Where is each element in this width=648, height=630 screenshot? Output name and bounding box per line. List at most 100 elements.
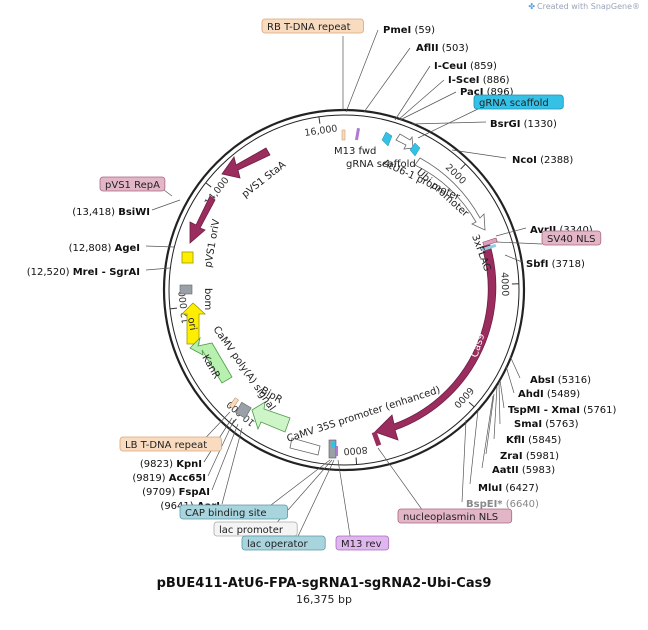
boxed-label-bg-2 (541, 230, 602, 246)
enzyme-name: MluI (478, 483, 502, 494)
boxed-label-5: CAP binding site (185, 508, 267, 519)
enzyme-name: Acc65I (169, 473, 206, 484)
boxed-label-bg-3 (99, 176, 166, 192)
bom-label: bom (202, 288, 213, 310)
backbone-outer-ring (162, 108, 526, 472)
enzyme-name: AatII (492, 465, 519, 476)
enzyme-name: BspEI* (466, 499, 503, 510)
tick-mark-7 (318, 116, 321, 124)
enzyme-label-13: KflI (5845) (506, 435, 561, 446)
enzyme-name: KpnI (176, 459, 202, 470)
boxed-label-bg-1 (473, 94, 564, 110)
pvs1-oriv-feature-arrow (189, 195, 216, 244)
enzyme-pos: (5316) (555, 375, 592, 386)
enzyme-name: KflI (506, 435, 525, 446)
enzyme-name: I-CeuI (434, 61, 467, 72)
backbone-inner-ring (168, 114, 520, 466)
enzyme-label-9: AbsI (5316) (530, 375, 591, 386)
enzyme-label-8: SbfI (3718) (526, 259, 585, 270)
enzyme-pos: (9641) (160, 501, 196, 512)
enzyme-label-6: NcoI (2388) (512, 155, 573, 166)
enzyme-label-2: I-CeuI (859) (434, 61, 497, 72)
enzyme-pos: (9819) (132, 473, 168, 484)
enzyme-pos: (5763) (542, 419, 579, 430)
enzyme-name: AvrII (530, 225, 556, 236)
m13-fwd-label: M13 fwd (334, 146, 376, 157)
tick-mark-5 (169, 307, 178, 310)
enzyme-name: PacI (460, 87, 483, 98)
camv35s-promoter-feature-arrow (289, 437, 321, 456)
enzyme-pos: (5489) (544, 389, 581, 400)
atu6-promoter-feature-arrow (395, 133, 414, 150)
boxed-label-bg-4 (119, 436, 222, 452)
bom-feature-box (179, 284, 193, 295)
enzyme-pos: (896) (483, 87, 513, 98)
enzyme-pos: (503) (439, 43, 469, 54)
enzyme-pos: (2388) (537, 155, 574, 166)
plasmid-title: pBUE411-AtU6-FPA-sgRNA1-sgRNA2-Ubi-Cas9 (156, 576, 492, 591)
enzyme-label-10: AhdI (5489) (518, 389, 580, 400)
m13-fwd-mark (354, 127, 361, 141)
enzyme-label-15: AatII (5983) (492, 465, 555, 476)
grna-scaffold-mark-2 (409, 142, 421, 157)
boxed-label-bg-5 (179, 504, 288, 520)
yellow-square-feature (181, 251, 194, 264)
boxed-label-bg-8 (335, 535, 390, 551)
enzyme-name: AflII (416, 43, 439, 54)
enzyme-pos: (9709) (142, 487, 178, 498)
enzyme-label-17: BspEI* (6640) (466, 499, 539, 510)
snapgene-credit: ✤Created with SnapGene® (528, 2, 640, 11)
boxed-label-3: pVS1 RepA (105, 180, 160, 191)
enzyme-pos: (59) (411, 25, 435, 36)
enzyme-label-14: ZraI (5981) (500, 451, 559, 462)
boxed-label-6: lac promoter (219, 525, 284, 536)
tick-mark-2 (468, 401, 475, 408)
camv-polya-feature-box (235, 401, 252, 419)
enzyme-pos: (12,520) (27, 267, 73, 278)
lb-repeat-mark (229, 397, 239, 409)
tick-mark-6 (205, 182, 212, 188)
enzyme-left-label-3: (9823) KpnI (140, 459, 202, 470)
boxed-label-bg-9 (397, 508, 513, 524)
enzyme-label-12: SmaI (5763) (514, 419, 579, 430)
boxed-label-bg-0 (261, 18, 364, 34)
enzyme-pos: (3718) (548, 259, 585, 270)
snapgene-logo-icon: ✤ (528, 2, 536, 11)
enzyme-left-label-5: (9709) FspAI (142, 487, 210, 498)
grna-scaffold-mark-1 (381, 131, 393, 147)
enzyme-pos: (6640) (503, 499, 540, 510)
enzyme-name: BsiWI (118, 207, 150, 218)
tick-label-1: 4000 (498, 272, 510, 297)
enzyme-label-4: PacI (896) (460, 87, 514, 98)
enzyme-name: AbsI (530, 375, 555, 386)
ori-label: ori (185, 317, 198, 332)
enzyme-name: BsrGI (490, 119, 520, 130)
boxed-label-0: RB T-DNA repeat (267, 22, 351, 33)
enzyme-name: I-SceI (448, 75, 480, 86)
tick-label-7: 16,000 (304, 123, 338, 139)
enzyme-list-right: PmeI (59) AflII (503) I-CeuI (859) I-SceI (… (383, 25, 617, 510)
m13-rev-mark (336, 446, 338, 456)
cas9-label: Cas9 (469, 332, 487, 359)
boxed-label-4: LB T-DNA repeat (125, 440, 207, 451)
tick-mark-3 (355, 457, 358, 465)
enzyme-name: FspAI (179, 487, 210, 498)
nucleoplasmin-nls-mark (371, 431, 382, 447)
enzyme-pos: (5761) (580, 405, 617, 416)
enzyme-pos: (13,418) (72, 207, 118, 218)
pvs1-staa-feature-arrow (221, 147, 271, 179)
kanr-feature-arrow (189, 336, 233, 384)
enzyme-name: MreI - SgrAI (73, 267, 140, 278)
enzyme-left-label-0: (13,418) BsiWI (72, 207, 150, 218)
sv40-nls-mark (482, 237, 498, 247)
enzyme-label-0: PmeI (59) (383, 25, 435, 36)
tick-mark-0 (460, 163, 466, 170)
boxed-label-2: SV40 NLS (547, 234, 596, 245)
enzyme-pos: (886) (480, 75, 510, 86)
enzyme-name: NcoI (512, 155, 537, 166)
boxed-label-9: nucleoplasmin NLS (403, 512, 498, 523)
grna-scaffold-inner-label: gRNA scaffold (346, 159, 416, 170)
